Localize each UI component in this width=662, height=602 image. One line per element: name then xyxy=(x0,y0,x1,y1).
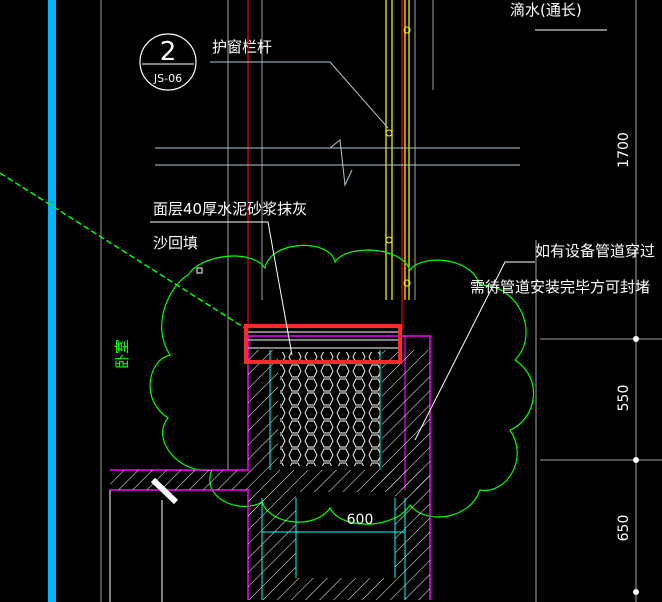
concrete-hatch xyxy=(110,470,248,490)
leader-surface xyxy=(150,221,293,356)
pipe-note-1: 如有设备管道穿过 xyxy=(535,242,655,260)
leader-pipe xyxy=(414,261,535,441)
top-note: 滴水(通长) xyxy=(510,1,582,19)
dimension-node xyxy=(633,336,639,342)
concrete-hatch xyxy=(382,350,430,490)
break-symbol xyxy=(329,139,353,187)
sand-fill xyxy=(280,352,380,466)
revision-cloud xyxy=(149,244,535,525)
anchor-mark xyxy=(403,279,411,287)
anchor-mark xyxy=(403,26,411,34)
dim-1700: 1700 xyxy=(616,132,632,168)
backfill-label: 沙回填 xyxy=(153,234,198,252)
railing-label: 护窗栏杆 xyxy=(212,38,272,56)
concrete-hatch xyxy=(248,492,296,600)
detail-circle xyxy=(139,33,197,91)
cyan-bar xyxy=(48,0,56,602)
slab-outline xyxy=(110,489,249,600)
section-marker xyxy=(150,477,179,505)
concrete-hatch xyxy=(395,492,430,600)
concrete-hatch xyxy=(296,578,395,600)
detail-number: 2 xyxy=(160,37,177,67)
highlight-box xyxy=(244,324,402,364)
dimension-node xyxy=(633,589,639,595)
dim-550: 550 xyxy=(616,385,632,412)
point-marker xyxy=(196,267,203,274)
dim-600: 600 xyxy=(347,512,374,528)
concrete-hatch xyxy=(248,350,278,470)
dim-650: 650 xyxy=(616,515,632,542)
anchor-mark xyxy=(385,129,393,137)
detail-sheet: JS-06 xyxy=(153,72,182,85)
dimension-node xyxy=(633,457,639,463)
concrete-hatch xyxy=(248,470,430,492)
leader-railing xyxy=(210,61,389,129)
green-diagonal-line xyxy=(0,172,249,331)
bedroom-label: 卧室 xyxy=(113,339,131,369)
surface-note: 面层40厚水泥砂浆抹灰 xyxy=(153,200,307,218)
pipe-note-2: 需待管道安装完毕方可封堵 xyxy=(470,278,650,296)
anchor-mark xyxy=(385,236,393,244)
